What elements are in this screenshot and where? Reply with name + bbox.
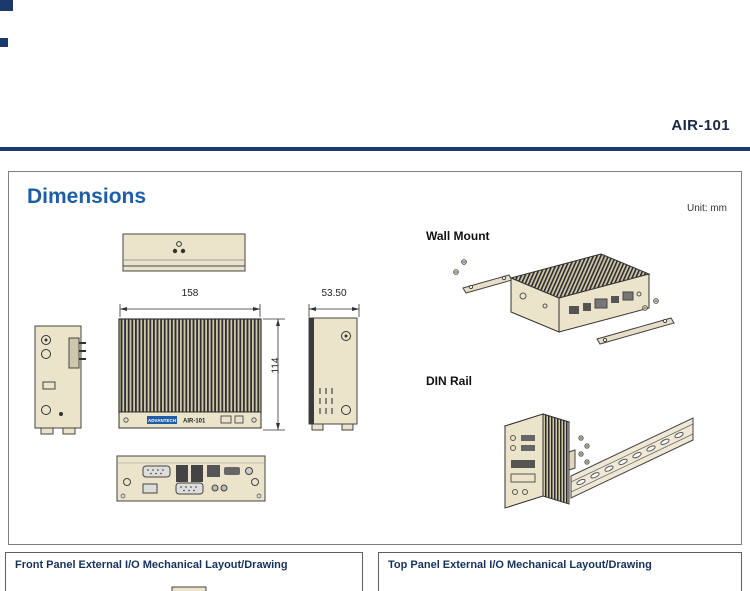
screw [578, 435, 584, 441]
section-title: Dimensions [27, 185, 147, 208]
dimension-depth-line [308, 304, 360, 317]
front-panel-io-section: Front Panel External I/O Mechanical Layo… [5, 552, 363, 591]
bezel-screw [251, 417, 257, 423]
din-rail-drawing [503, 413, 694, 509]
antenna-hole [41, 335, 51, 345]
screw [642, 305, 648, 311]
dimension-width-label: 158 [181, 288, 199, 299]
fin-edge [309, 318, 314, 424]
device-isometric [509, 253, 651, 333]
screw [453, 269, 459, 275]
dimension-width-line [119, 304, 261, 317]
mount-foot [341, 423, 354, 431]
panel-screw [120, 493, 126, 499]
vent-slot [42, 381, 56, 390]
db9-connector [175, 482, 204, 495]
lan-port [207, 465, 220, 477]
screw-hole [172, 248, 178, 254]
terminal-block [68, 337, 86, 369]
antenna-hole [341, 405, 351, 415]
dimension-depth-label: 53.50 [321, 288, 347, 299]
antenna-hole [41, 349, 51, 359]
io-connector [142, 483, 158, 494]
top-view-drawing [122, 233, 246, 272]
din-rail-label: DIN Rail [426, 374, 473, 388]
screw [578, 451, 584, 457]
mount-foot [40, 427, 54, 435]
dimension-height-line [263, 318, 285, 431]
vent-slots [319, 388, 333, 414]
audio-jack [220, 484, 228, 492]
wall-bracket-right [596, 317, 675, 345]
brand-logo-text: ADVANTECH [148, 418, 176, 423]
heatsink-fins [118, 318, 262, 413]
antenna-connector [251, 478, 259, 486]
brand-logo [147, 416, 177, 424]
antenna-connector [123, 478, 131, 486]
din-rail [570, 417, 694, 499]
screw [584, 443, 590, 449]
hdmi-port [224, 467, 240, 475]
mount-foot [62, 427, 76, 435]
front-panel-io-title: Front Panel External I/O Mechanical Layo… [15, 559, 288, 571]
screw [653, 298, 659, 304]
usb-port [191, 465, 203, 482]
wall-mount-drawing [453, 253, 675, 345]
front-panel-io-drawing [116, 455, 266, 502]
front-panel-io-mini-drawing [171, 586, 207, 591]
screw [461, 259, 467, 265]
left-side-view-drawing [34, 325, 86, 435]
page-edge-mark [0, 38, 8, 47]
bezel-screw [123, 417, 129, 423]
wall-bracket-left [462, 274, 513, 294]
panel-screw [256, 493, 262, 499]
antenna-hole [341, 331, 351, 341]
device-standing-isometric [503, 413, 571, 509]
page-corner-mark [0, 0, 13, 11]
mount-foot [311, 423, 324, 431]
audio-jack [211, 484, 219, 492]
dimensions-section: Dimensions Unit: mm [8, 171, 742, 545]
device-model-text: AIR-101 [183, 419, 206, 425]
unit-label: Unit: mm [687, 203, 727, 214]
front-view-drawing: ADVANTECH AIR-101 [118, 318, 262, 429]
header-rule [0, 147, 750, 151]
power-button [245, 467, 253, 475]
wall-mount-label: Wall Mount [426, 229, 490, 243]
right-side-view-drawing [308, 317, 358, 431]
usb-port [176, 465, 188, 482]
screw [584, 459, 590, 465]
top-panel-io-section: Top Panel External I/O Mechanical Layout… [378, 552, 742, 591]
top-panel-io-title: Top Panel External I/O Mechanical Layout… [388, 559, 652, 571]
product-title: AIR-101 [671, 117, 730, 134]
bezel-port [220, 415, 232, 424]
heatsink-side [542, 413, 570, 505]
db9-connector [142, 465, 171, 478]
screw-hole [180, 248, 186, 254]
vent-hole [176, 241, 182, 247]
antenna-hole [41, 405, 51, 415]
bezel-port [234, 415, 244, 424]
